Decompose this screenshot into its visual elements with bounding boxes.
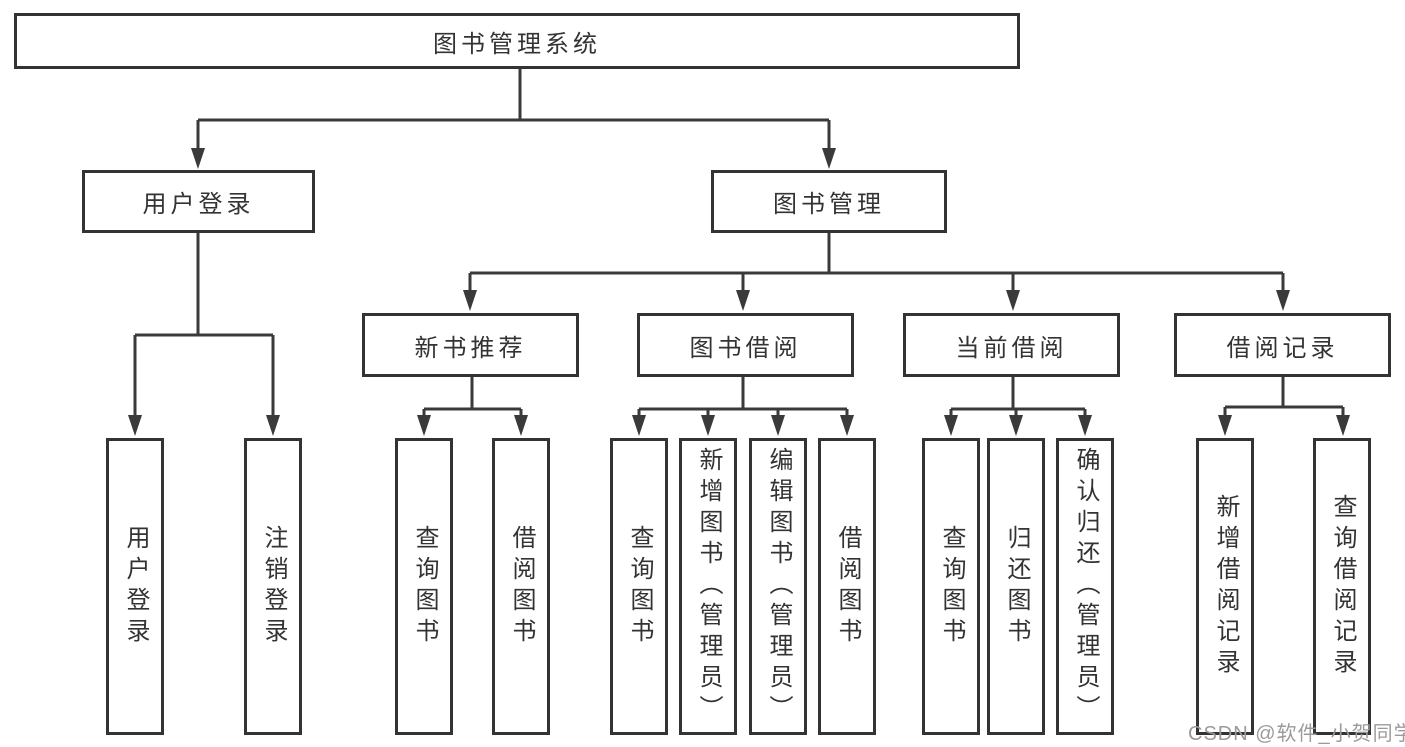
edge-current-borrowing-to-leaves <box>949 377 1087 418</box>
edge-book-borrowing-to-leaves <box>637 377 849 418</box>
node-borrowing-records: 借阅记录 <box>1174 313 1391 377</box>
node-label: 新增图书（管理员） <box>695 447 722 726</box>
node-book-management: 图书管理 <box>711 170 947 233</box>
arrowhead <box>736 290 750 311</box>
leaf-query-borrow-record: 查询借阅记录 <box>1313 438 1371 735</box>
leaf-logout: 注销登录 <box>244 438 302 735</box>
edge-new-book-to-leaves <box>422 377 523 418</box>
arrowhead <box>632 415 646 436</box>
csdn-watermark: CSDN @软件_小贺同学 <box>1188 723 1405 745</box>
leaf-add-book-admin: 新增图书（管理员） <box>679 438 737 735</box>
arrowhead <box>1218 415 1232 436</box>
leaf-query-books-borrowing: 查询图书 <box>610 438 668 735</box>
leaf-return-books: 归还图书 <box>987 438 1045 735</box>
arrowhead <box>944 415 958 436</box>
node-new-book-recommend: 新书推荐 <box>362 313 579 377</box>
node-label: 查询借阅记录 <box>1329 493 1356 680</box>
arrowhead <box>191 148 205 169</box>
node-label: 当前借阅 <box>955 334 1068 362</box>
leaf-edit-book-admin: 编辑图书（管理员） <box>749 438 807 735</box>
leaf-borrow-books-recommend: 借阅图书 <box>492 438 550 735</box>
leaf-add-borrow-record: 新增借阅记录 <box>1196 438 1254 735</box>
node-label: 图书借阅 <box>689 334 802 362</box>
arrowhead <box>514 415 528 436</box>
arrowhead <box>1078 415 1092 436</box>
leaf-user-login: 用户登录 <box>106 438 164 735</box>
node-label: 查询图书 <box>626 524 653 649</box>
node-label: 用户登录 <box>122 524 149 649</box>
arrowhead <box>822 148 836 169</box>
arrowhead <box>266 415 280 436</box>
node-label: 查询图书 <box>938 524 965 649</box>
arrowhead <box>840 415 854 436</box>
node-label: 编辑图书（管理员） <box>765 447 792 726</box>
arrowhead <box>417 415 431 436</box>
arrowhead <box>1009 415 1023 436</box>
edge-user-login-to-leaves <box>133 233 275 418</box>
arrowhead <box>771 415 785 436</box>
node-current-borrowing: 当前借阅 <box>903 313 1120 377</box>
edge-root-to-level2 <box>196 69 831 150</box>
node-label: 用户登录 <box>142 191 255 218</box>
leaf-query-books-current: 查询图书 <box>922 438 980 735</box>
node-root-library-system: 图书管理系统 <box>14 13 1020 69</box>
node-label: 借阅记录 <box>1226 334 1339 362</box>
node-label: 新增借阅记录 <box>1212 493 1239 680</box>
node-label: 图书管理系统 <box>433 30 601 58</box>
arrowhead <box>701 415 715 436</box>
leaf-confirm-return-admin: 确认归还（管理员） <box>1056 438 1114 735</box>
node-label: 借阅图书 <box>508 524 535 649</box>
arrowhead <box>1336 415 1350 436</box>
node-label: 新书推荐 <box>414 334 527 362</box>
edge-book-management-to-level3 <box>468 233 1285 293</box>
node-user-login: 用户登录 <box>82 170 315 233</box>
leaf-query-books-recommend: 查询图书 <box>395 438 453 735</box>
edge-borrow-records-to-leaves <box>1223 377 1345 418</box>
node-label: 注销登录 <box>260 524 287 649</box>
node-book-borrowing: 图书借阅 <box>637 313 854 377</box>
node-label: 确认归还（管理员） <box>1072 447 1099 726</box>
node-label: 归还图书 <box>1003 524 1030 649</box>
node-label: 查询图书 <box>411 524 438 649</box>
leaf-borrow-books-borrowing: 借阅图书 <box>818 438 876 735</box>
arrowhead <box>1276 290 1290 311</box>
arrowhead <box>1006 290 1020 311</box>
arrowhead <box>463 290 477 311</box>
node-label: 借阅图书 <box>834 524 861 649</box>
arrowhead <box>128 415 142 436</box>
node-label: 图书管理 <box>773 191 885 218</box>
